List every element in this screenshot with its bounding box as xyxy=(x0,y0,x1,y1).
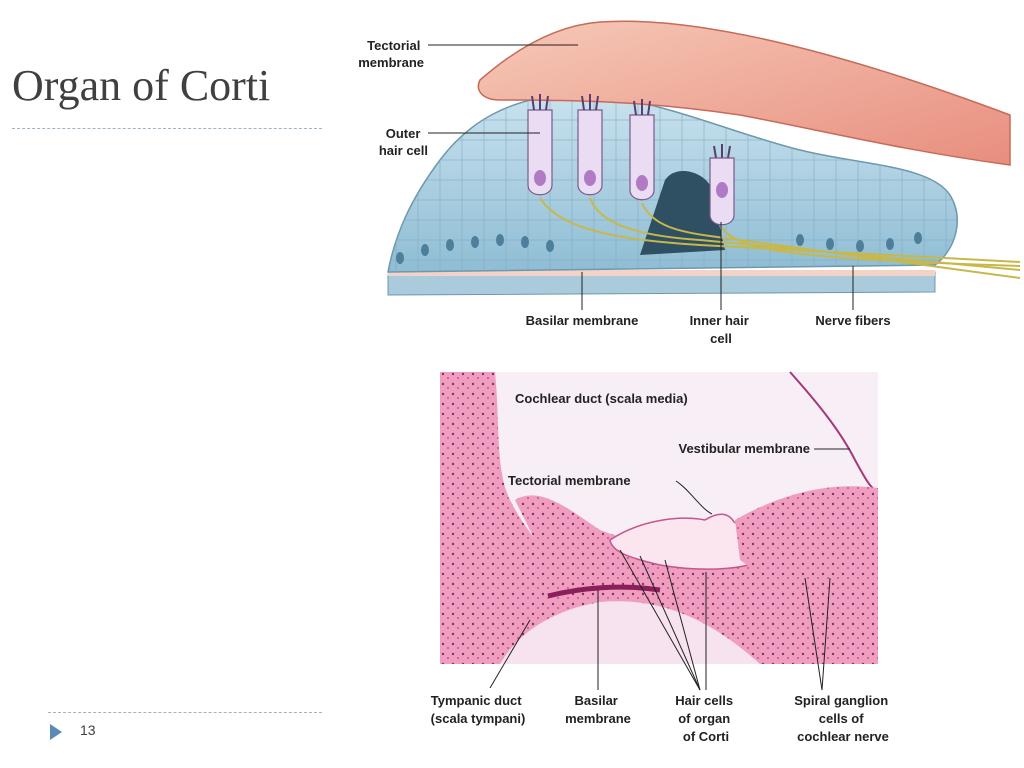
hair-cells-leaders xyxy=(619,549,707,691)
inner-hair-cell-label: Inner hair cell xyxy=(690,313,753,346)
supporting-cell-nuclei xyxy=(396,232,922,264)
tympanic-duct-area xyxy=(500,601,760,664)
tympanic-duct-label: Tympanic duct (scala tympani) xyxy=(431,693,526,726)
tympanic-duct-leader xyxy=(489,619,531,689)
spiral-ganglion-label: Spiral ganglion cells of cochlear nerve xyxy=(794,693,892,744)
basilar-membrane-line xyxy=(547,584,661,599)
cochlear-duct-label: Cochlear duct (scala media) xyxy=(515,391,688,406)
nerve-fiber-lines xyxy=(539,197,1021,279)
page-number: 13 xyxy=(80,722,96,738)
schematic-diagram: Tectorial membrane Outer hair cell Basil… xyxy=(358,20,1021,346)
outer-hair-cells xyxy=(527,109,655,201)
spiral-ganglion-leaders xyxy=(804,577,831,691)
bullet-arrow-icon xyxy=(50,724,62,740)
micrograph: Cochlear duct (scala media) Vestibular m… xyxy=(431,371,892,744)
vestibular-membrane-line xyxy=(789,371,879,493)
tectorial-label: Tectorial membrane xyxy=(358,38,424,70)
left-tissue-wall xyxy=(440,372,570,664)
basilar-membrane-label: Basilar membrane xyxy=(565,693,631,726)
hair-cells-label: Hair cells of organ of Corti xyxy=(675,693,736,744)
tunnel-of-corti xyxy=(640,170,725,255)
nerve-fibers-label: Nerve fibers xyxy=(815,313,890,328)
inner-hair-cell-nucleus xyxy=(716,182,728,198)
outer-hair-cell-label: Outer hair cell xyxy=(379,126,428,158)
stereocilia xyxy=(531,94,731,159)
footer-divider xyxy=(48,712,322,713)
slide-title: Organ of Corti xyxy=(12,61,271,110)
tectorial-membrane-shape xyxy=(477,20,1011,166)
tectorial-membrane-label: Tectorial membrane xyxy=(508,473,631,488)
right-tissue xyxy=(735,486,878,664)
tectorial-membrane-leader xyxy=(675,480,713,515)
vestibular-membrane-label: Vestibular membrane xyxy=(679,441,811,456)
title-divider xyxy=(12,128,322,129)
basilar-label: Basilar membrane xyxy=(526,313,639,328)
outer-hair-cell-nuclei xyxy=(534,170,648,191)
basilar-membrane-pink xyxy=(388,270,935,276)
